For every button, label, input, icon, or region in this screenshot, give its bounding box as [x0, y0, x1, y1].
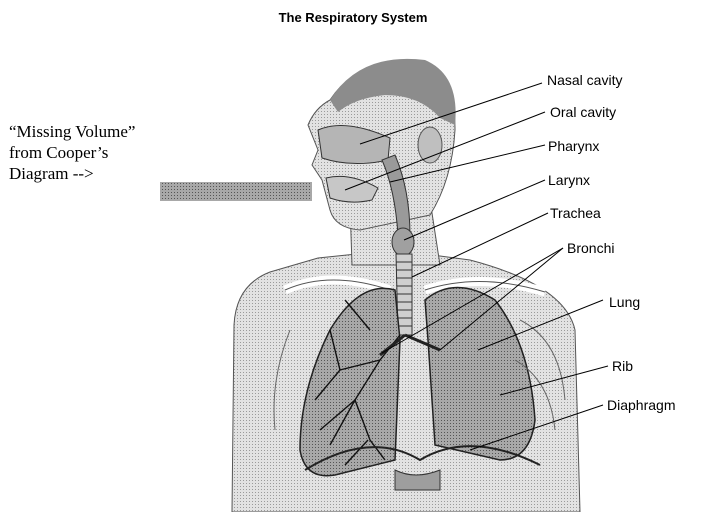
label-rib: Rib [612, 358, 633, 374]
missing-volume-bar [160, 182, 312, 201]
label-trachea: Trachea [550, 205, 601, 221]
label-lung: Lung [609, 294, 640, 310]
label-oral-cavity: Oral cavity [550, 104, 616, 120]
ear-shape [418, 127, 442, 163]
label-pharynx: Pharynx [548, 138, 599, 154]
label-bronchi: Bronchi [567, 240, 614, 256]
label-nasal-cavity: Nasal cavity [547, 72, 622, 88]
label-larynx: Larynx [548, 172, 590, 188]
label-diaphragm: Diaphragm [607, 397, 675, 413]
larynx-shape [392, 228, 414, 256]
